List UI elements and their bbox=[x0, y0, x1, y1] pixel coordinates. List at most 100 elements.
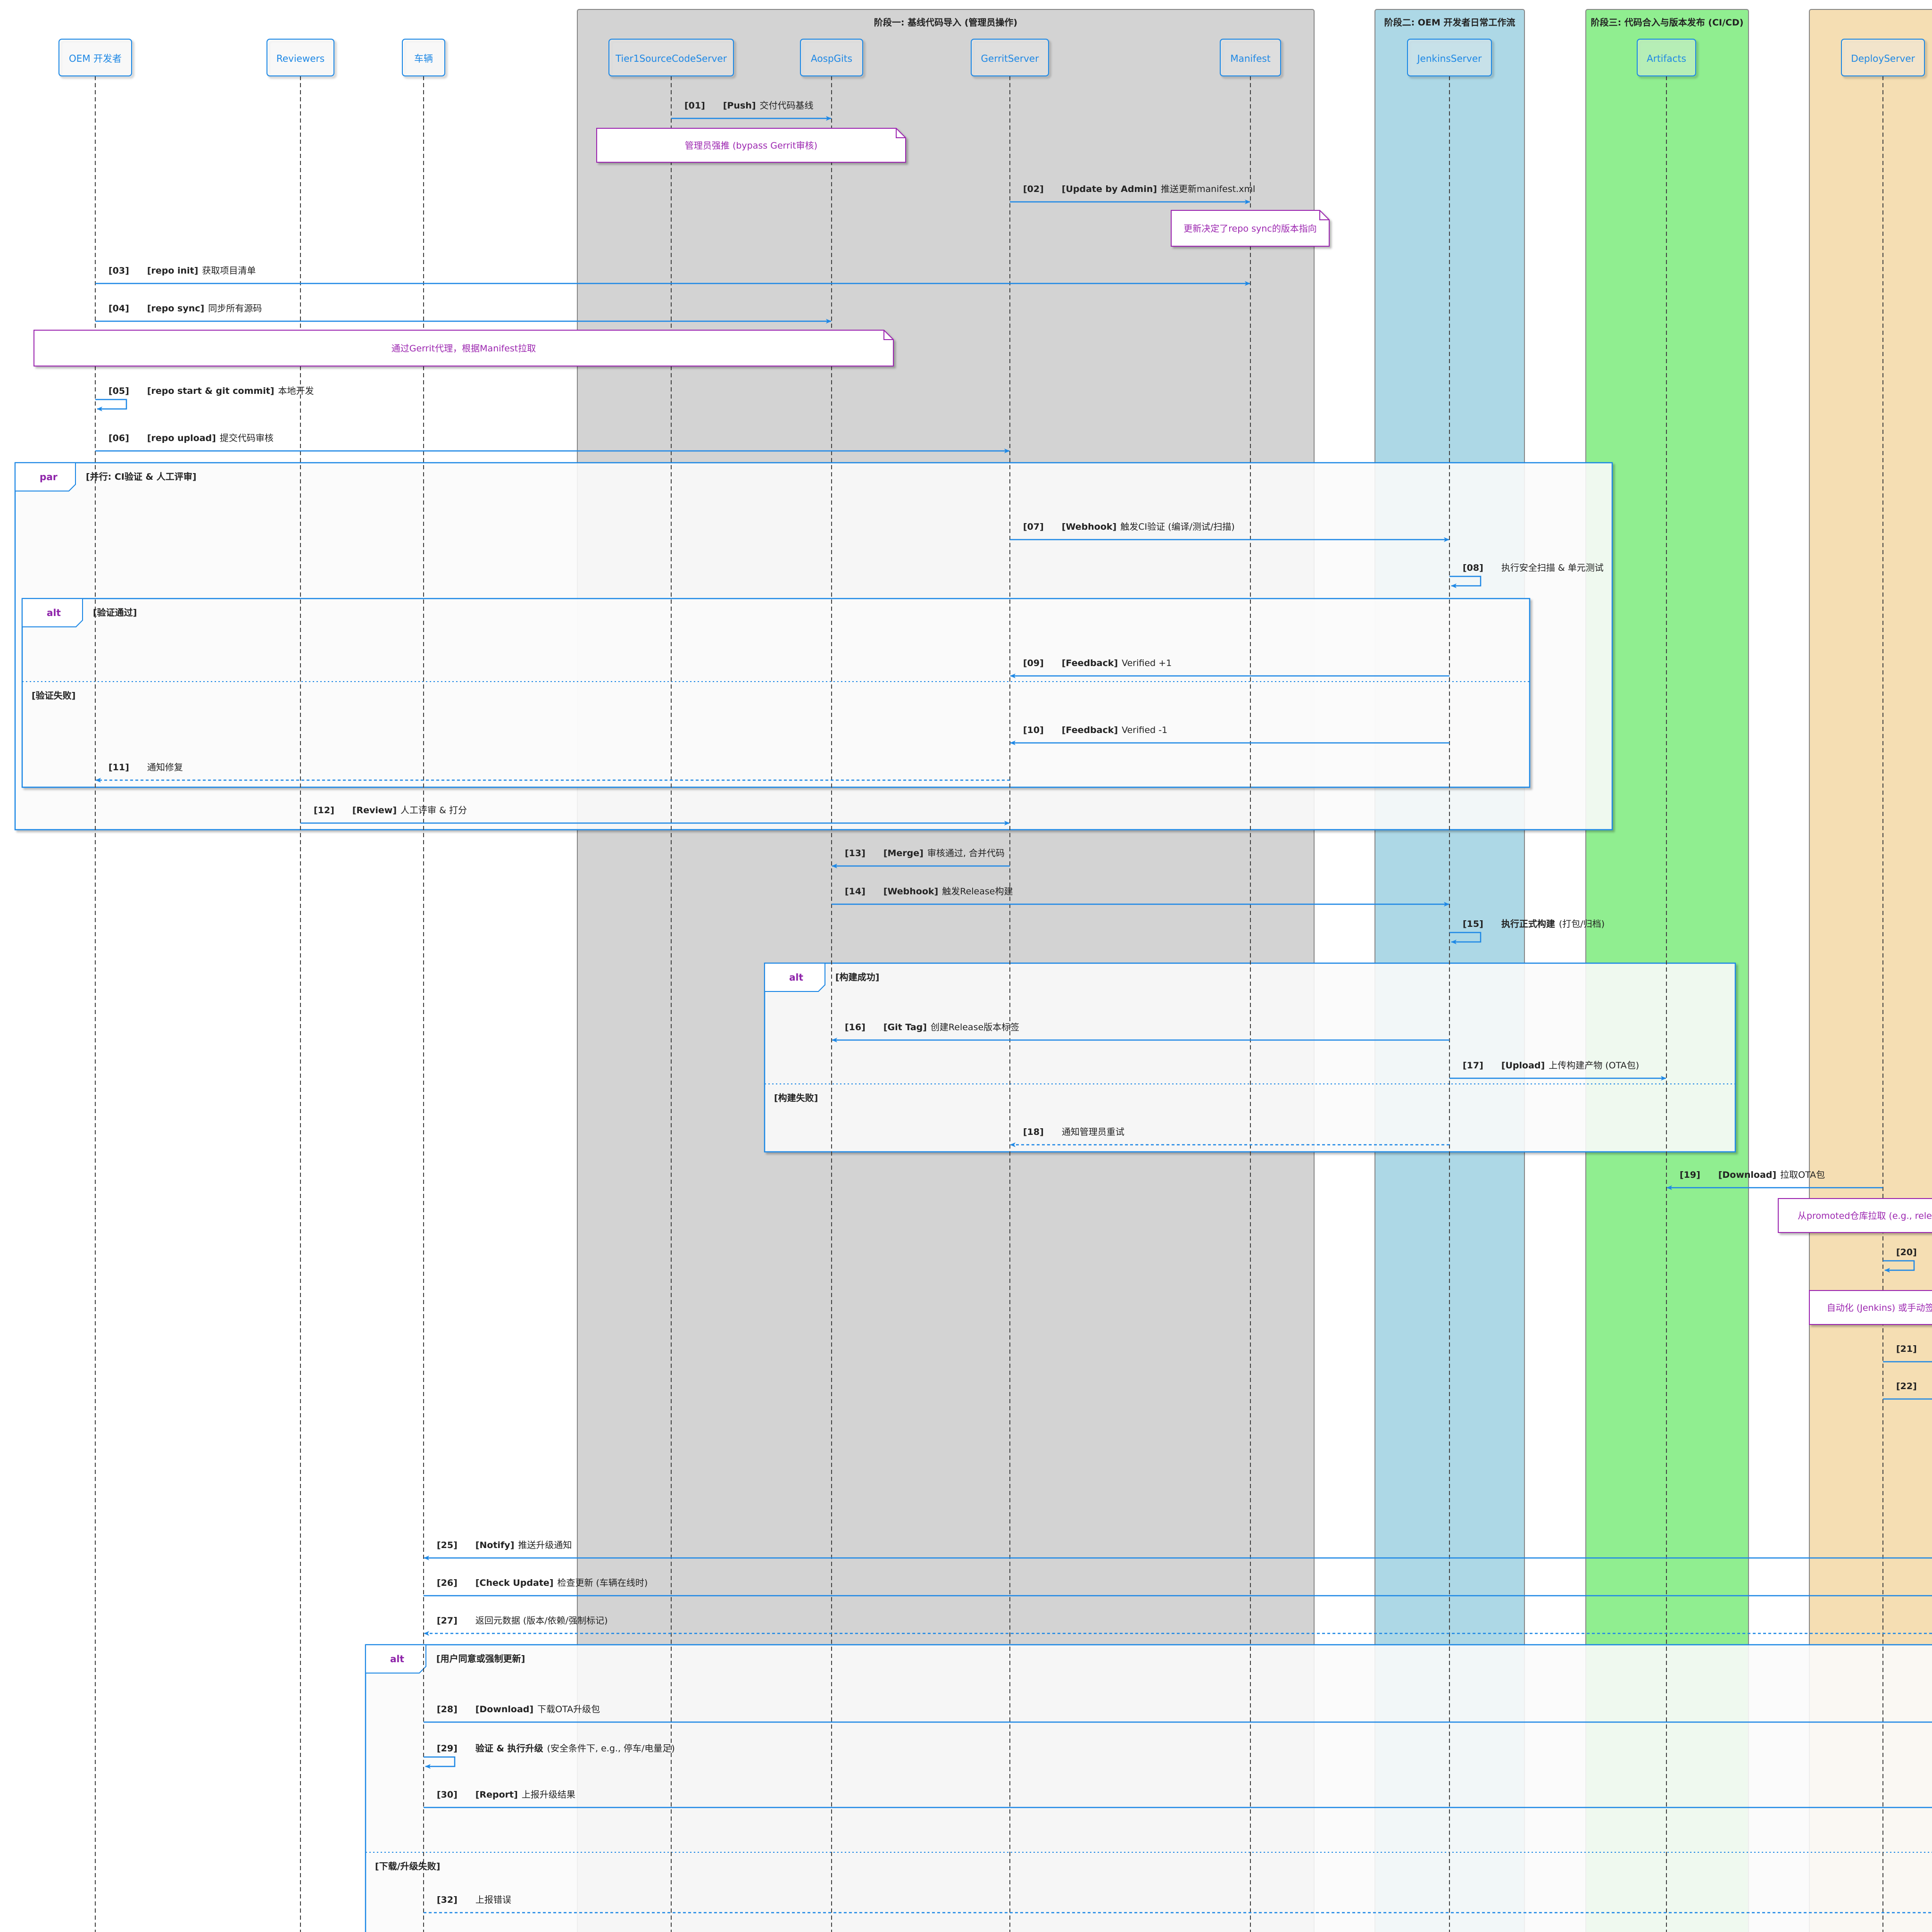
message-action: 执行正式构建 bbox=[1501, 918, 1555, 929]
message-number: [26] bbox=[437, 1578, 458, 1588]
message-text: 同步所有源码 bbox=[208, 303, 262, 314]
fragment-condition: [验证通过] bbox=[93, 607, 137, 618]
fragment-condition: [并行: CI验证 & 人工评审] bbox=[86, 471, 196, 482]
message-number: [04] bbox=[108, 303, 129, 314]
message-action: [Webhook] bbox=[883, 886, 938, 897]
fragment-condition: [用户同意或强制更新] bbox=[436, 1653, 525, 1664]
message-text: Verified -1 bbox=[1122, 725, 1167, 735]
message-text: 通知修复 bbox=[147, 762, 183, 773]
message-label: [16][Git Tag]创建Release版本标签 bbox=[845, 1022, 1019, 1033]
message-number: [08] bbox=[1463, 563, 1483, 573]
message-18: [18]通知管理员重试 bbox=[1010, 1127, 1449, 1147]
message-25: [25][Notify]推送升级通知 bbox=[424, 1540, 1932, 1560]
participant-box bbox=[266, 39, 334, 76]
message-number: [07] bbox=[1023, 522, 1044, 532]
message-action: [Merge] bbox=[883, 848, 924, 858]
message-number: [22] bbox=[1896, 1381, 1917, 1391]
message-label: [17][Upload]上传构建产物 (OTA包) bbox=[1463, 1060, 1639, 1071]
message-text: 拉取OTA包 bbox=[1780, 1170, 1825, 1180]
message-action: [repo sync] bbox=[147, 303, 204, 314]
message-arrow bbox=[1449, 575, 1482, 588]
message-action: 验证 & 执行升级 bbox=[475, 1743, 543, 1754]
message-number: [09] bbox=[1023, 658, 1044, 668]
message-text: 执行安全扫描 & 单元测试 bbox=[1501, 563, 1604, 573]
note-box bbox=[1778, 1198, 1932, 1233]
fragment-label-tab bbox=[15, 462, 76, 491]
message-label: [02][Update by Admin]推送更新manifest.xml bbox=[1023, 184, 1255, 194]
fragment-frame bbox=[21, 598, 1531, 788]
message-number: [01] bbox=[684, 100, 705, 111]
message-action: [Webhook] bbox=[1062, 522, 1116, 532]
message-action: [repo upload] bbox=[147, 433, 216, 443]
participant-box bbox=[971, 39, 1049, 76]
note-n4: 从promoted仓库拉取 (e.g., release bbox=[1778, 1198, 1932, 1233]
participant-gerrit: GerritServer bbox=[971, 39, 1049, 76]
note-text: 自动化 (Jenkins) 或手动签名 bbox=[1827, 1303, 1932, 1313]
message-action: [Push] bbox=[723, 100, 756, 111]
message-number: [05] bbox=[108, 386, 129, 396]
message-text: (安全条件下, e.g., 停车/电量足) bbox=[547, 1743, 675, 1754]
message-label: [05][repo start & git commit]本地开发 bbox=[108, 386, 314, 396]
message-label: [08] 执行安全扫描 & 单元测试 bbox=[1463, 563, 1604, 573]
participant-veh: 车辆 bbox=[402, 39, 445, 76]
note-box bbox=[1809, 1290, 1932, 1325]
message-label: [07][Webhook]触发CI验证 (编译/测试/扫描) bbox=[1023, 522, 1235, 532]
message-label: [28][Download]下载OTA升级包 bbox=[437, 1704, 600, 1715]
participant-jenk: JenkinsServer bbox=[1407, 39, 1492, 76]
message-number: [18] bbox=[1023, 1127, 1044, 1137]
message-06: [06][repo upload]提交代码审核 bbox=[95, 433, 1010, 453]
message-label: [29] 验证 & 执行升级 (安全条件下, e.g., 停车/电量足) bbox=[437, 1743, 675, 1754]
message-11: [11]通知修复 bbox=[95, 762, 1010, 783]
message-arrow bbox=[95, 399, 127, 411]
message-14: [14][Webhook]触发Release构建 bbox=[832, 886, 1449, 907]
message-label: [14][Webhook]触发Release构建 bbox=[845, 886, 1013, 897]
message-action: [Feedback] bbox=[1062, 658, 1118, 668]
message-label: [13] [Merge]审核通过, 合并代码 bbox=[845, 848, 1005, 858]
fragment-condition: [构建成功] bbox=[835, 972, 879, 983]
participant-mani: Manifest bbox=[1220, 39, 1281, 76]
message-action: [repo start & git commit] bbox=[147, 386, 275, 396]
message-label: [25][Notify]推送升级通知 bbox=[437, 1540, 572, 1550]
participant-box bbox=[1637, 39, 1696, 76]
message-26: [26] [Check Update]检查更新 (车辆在线时) bbox=[424, 1578, 1932, 1597]
message-number: [27] bbox=[437, 1616, 458, 1626]
participant-label: GerritServer bbox=[981, 53, 1040, 64]
fragment-keyword: alt bbox=[390, 1653, 404, 1665]
fragment-else-condition: [验证失败] bbox=[32, 690, 75, 701]
message-text: 人工评审 & 打分 bbox=[400, 805, 467, 816]
message-number: [06] bbox=[108, 433, 129, 443]
note-text: 从promoted仓库拉取 (e.g., release bbox=[1798, 1211, 1932, 1221]
message-text: 下载OTA升级包 bbox=[537, 1704, 600, 1715]
note-n1: 管理员强推 (bypass Gerrit审核) bbox=[596, 128, 906, 163]
message-action: [Check Update] bbox=[475, 1578, 554, 1588]
participant-label: Reviewers bbox=[276, 53, 325, 64]
lane-group-background bbox=[1809, 9, 1932, 1932]
message-label: [10][Feedback]Verified -1 bbox=[1023, 725, 1167, 735]
message-action: [Feedback] bbox=[1062, 725, 1118, 735]
participant-rev: Reviewers bbox=[266, 39, 334, 76]
message-label: [04] [repo sync] 同步所有源码 bbox=[108, 303, 262, 314]
message-09: [09][Feedback]Verified +1 bbox=[1010, 658, 1449, 678]
fragment-alt-alt1: alt[验证通过][验证失败] bbox=[21, 598, 1531, 788]
note-text: 管理员强推 (bypass Gerrit审核) bbox=[685, 141, 817, 151]
message-number: [28] bbox=[437, 1704, 458, 1715]
fragment-label-tab bbox=[365, 1644, 426, 1674]
participant-box bbox=[800, 39, 863, 76]
message-action: [Upload] bbox=[1501, 1060, 1545, 1071]
message-text: 审核通过, 合并代码 bbox=[927, 848, 1005, 858]
message-04: [04] [repo sync] 同步所有源码 bbox=[95, 303, 832, 324]
message-text: 推送更新manifest.xml bbox=[1161, 184, 1255, 194]
fragment-label-tab bbox=[764, 963, 825, 992]
fragment-alt-alt3: alt [用户同意或强制更新] [下载/升级失败] bbox=[365, 1644, 1932, 1932]
participant-label: Tier1SourceCodeServer bbox=[615, 53, 727, 64]
message-label: [21] bbox=[1896, 1344, 1917, 1354]
message-number: [32] bbox=[437, 1895, 458, 1905]
fragment-alt-alt2: alt[构建成功][构建失败] bbox=[764, 962, 1736, 1153]
message-text: 检查更新 (车辆在线时) bbox=[557, 1578, 648, 1588]
participant-box bbox=[1220, 39, 1281, 76]
fragment-frame bbox=[365, 1644, 1932, 1932]
participant-label: 车辆 bbox=[414, 53, 433, 64]
message-number: [29] bbox=[437, 1743, 458, 1754]
fragment-else-condition: [下载/升级失败] bbox=[375, 1861, 440, 1872]
message-number: [13] bbox=[845, 848, 866, 858]
